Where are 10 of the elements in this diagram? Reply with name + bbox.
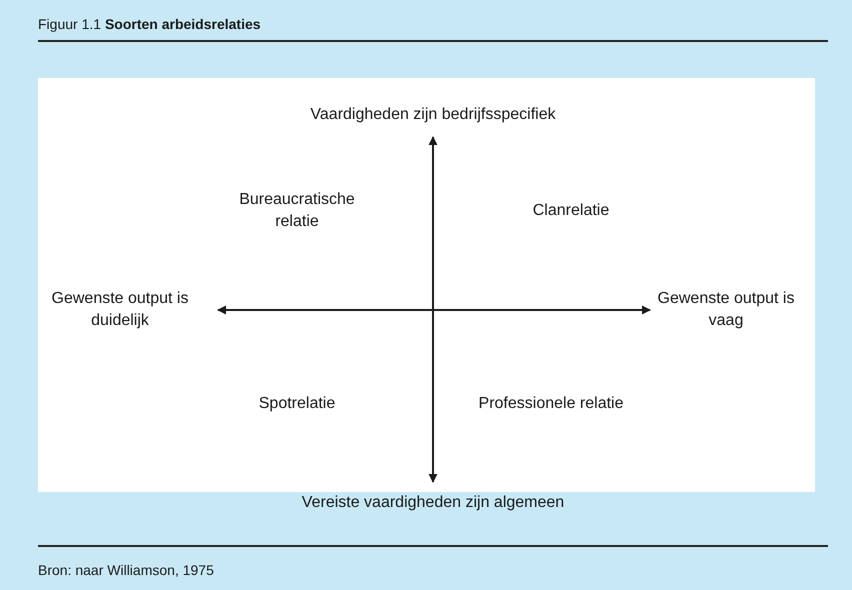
quadrant-label: Spotrelatie <box>258 394 336 414</box>
axis-label: Vaardigheden zijn bedrijfsspecifiek <box>309 105 557 125</box>
axis-label: Vereiste vaardigheden zijn algemeen <box>300 493 566 513</box>
quadrant-label: Professionele relatie <box>478 394 624 414</box>
quadrant-label: Clanrelatie <box>532 201 610 221</box>
figure-title: Figuur 1.1 Soorten arbeidsrelaties <box>38 16 261 32</box>
axis-label: Gewenste output is duidelijk <box>50 289 190 331</box>
axis-label: Gewenste output is vaag <box>656 289 796 331</box>
quadrant-label: Bureaucratische relatie <box>238 190 356 232</box>
source-caption: Bron: naar Williamson, 1975 <box>38 562 214 578</box>
